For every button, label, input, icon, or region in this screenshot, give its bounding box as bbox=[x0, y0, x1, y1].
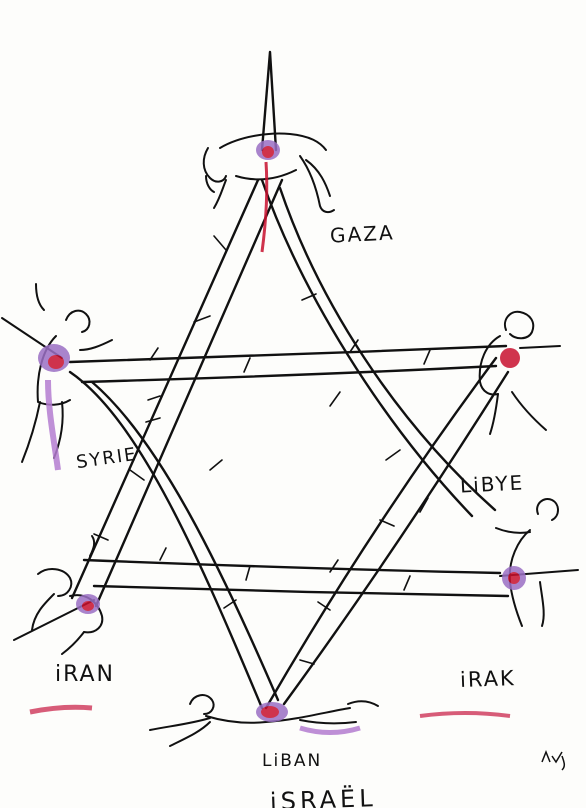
triangle-up bbox=[70, 178, 510, 608]
figure-libye bbox=[478, 310, 561, 435]
label-liban: LiBAN bbox=[262, 751, 323, 771]
label-libye: LiBYE bbox=[459, 470, 525, 498]
thorns bbox=[93, 235, 431, 665]
bottom-caption: iSRAËL bbox=[269, 784, 378, 808]
artist-signature bbox=[541, 749, 566, 771]
blood-stains bbox=[29, 140, 526, 735]
triangle-down bbox=[68, 344, 510, 710]
label-irak: iRAK bbox=[459, 666, 517, 692]
figure-liban bbox=[149, 694, 379, 747]
central-spike bbox=[260, 50, 278, 152]
label-gaza: GAZA bbox=[329, 220, 396, 248]
label-iran: iRAN bbox=[55, 662, 116, 687]
figure-irak bbox=[495, 498, 579, 627]
figure-syrie bbox=[1, 283, 113, 463]
